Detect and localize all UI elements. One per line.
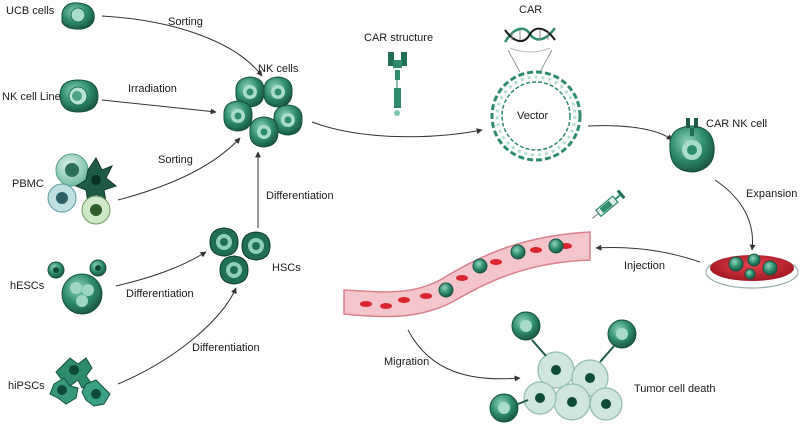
arrow-nk-to-vector (311, 121, 483, 138)
label-tumor-cell-death: Tumor cell death (634, 383, 716, 395)
label-sorting-top: Sorting (168, 16, 203, 28)
label-differentiation-hipscs: Differentiation (192, 342, 260, 354)
car-nk-cell-icon (669, 118, 715, 173)
label-car-structure: CAR structure (364, 32, 433, 44)
label-nk-cell-line: NK cell Line (2, 91, 61, 103)
arrow-hipscs-to-hscs (117, 287, 237, 385)
hescs-cluster-icon (47, 259, 107, 315)
arrows (101, 15, 756, 385)
label-irradiation: Irradiation (128, 83, 177, 95)
vector-plasmid-icon (490, 70, 582, 162)
arrow-carnk-to-dish (714, 179, 756, 251)
label-hescs: hESCs (10, 280, 45, 292)
pbmc-cluster-icon (47, 153, 118, 225)
label-migration: Migration (384, 356, 429, 368)
label-car: CAR (519, 4, 542, 16)
tumor-cluster-icon (523, 351, 623, 421)
zoom-line-right (539, 49, 553, 73)
arrow-hescs-to-hscs (115, 251, 207, 287)
label-expansion: Expansion (746, 188, 797, 200)
label-differentiation-hscs-nk: Differentiation (266, 190, 334, 202)
label-pbmc: PBMC (12, 178, 44, 190)
syringe-icon (591, 189, 626, 219)
label-differentiation-hescs: Differentiation (126, 288, 194, 300)
arrow-pbmc-to-nk (117, 137, 241, 201)
car-structure-icon (388, 52, 407, 116)
label-hscs: HSCs (272, 262, 301, 274)
label-sorting-mid: Sorting (158, 154, 193, 166)
ucb-cell-icon (61, 2, 95, 30)
label-hipscs: hiPSCs (8, 380, 45, 392)
nk-cell-line-icon (59, 79, 99, 113)
attacking-car-nk-cells (489, 311, 637, 423)
arrow-nkline-to-nk (101, 99, 217, 115)
label-ucb-cells: UCB cells (6, 5, 55, 17)
petri-dish-icon (705, 253, 799, 289)
label-injection: Injection (624, 260, 665, 272)
car-dna-icon (503, 27, 557, 53)
label-nk-cells: NK cells (258, 63, 299, 75)
arrow-dish-to-vessel (595, 244, 701, 263)
hipscs-cluster-icon (49, 357, 111, 407)
label-car-nk-cell: CAR NK cell (706, 118, 767, 130)
arrow-vector-to-carnk (587, 125, 673, 141)
hscs-cluster-icon (209, 227, 271, 285)
arrow-ucb-to-nk (101, 15, 263, 77)
arrow-migration-to-tumor (407, 329, 521, 382)
nk-cells-cluster-icon (223, 76, 303, 148)
labels: UCB cells NK cell Line PBMC hESCs hiPSCs… (2, 4, 797, 395)
zoom-line-left (507, 49, 521, 73)
label-vector: Vector (517, 110, 549, 122)
blood-vessel-icon (343, 231, 591, 318)
